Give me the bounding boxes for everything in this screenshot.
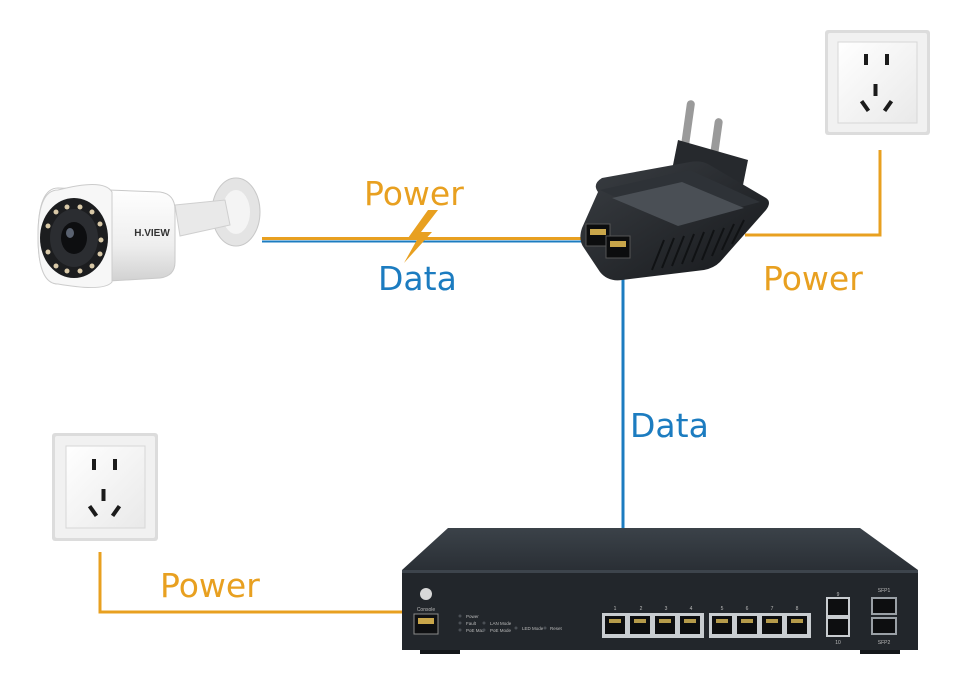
network-switch-icon: Console Power Fault PoE Max LAN Mode PoE… <box>402 528 918 654</box>
rj45-port[interactable] <box>737 616 757 634</box>
uplink-data-label: Data <box>630 406 709 445</box>
port-number: 1 <box>614 606 617 612</box>
rj45-port[interactable] <box>826 597 850 617</box>
sfp-port[interactable] <box>871 617 897 635</box>
led-label: Fault <box>466 621 477 626</box>
sfp-port[interactable] <box>871 597 897 615</box>
rj45-port[interactable] <box>680 616 700 634</box>
injector-power-cable <box>745 150 882 237</box>
led-label: Power <box>466 614 479 619</box>
port-number: 8 <box>796 606 799 612</box>
wall-socket-icon <box>52 433 158 541</box>
ip-camera-icon: H.VIEW <box>37 177 261 288</box>
camera-power-label: Power <box>364 174 464 213</box>
led-label: Reset <box>550 626 563 631</box>
port-number: 5 <box>721 606 724 612</box>
rj45-port[interactable] <box>762 616 782 634</box>
switch-power-cable <box>98 552 410 614</box>
rj45-port[interactable] <box>605 616 625 634</box>
console-label: Console <box>417 607 436 613</box>
rj45-port[interactable] <box>712 616 732 634</box>
rj45-port[interactable] <box>630 616 650 634</box>
led-label: PoE Max <box>466 628 485 633</box>
led-label: LAN Mode <box>490 621 512 626</box>
poe-injector-icon <box>580 100 769 281</box>
port-number: 7 <box>771 606 774 612</box>
camera-data-label: Data <box>378 259 457 298</box>
rj45-port[interactable] <box>787 616 807 634</box>
rj45-port[interactable] <box>826 617 850 637</box>
lightning-icon <box>404 210 438 263</box>
uplink-label: 9 <box>837 592 840 598</box>
sfp-label: SFP2 <box>878 640 891 646</box>
switch-power-label: Power <box>160 566 260 605</box>
port-number: 3 <box>665 606 668 612</box>
port-number: 2 <box>640 606 643 612</box>
camera-brand-label: H.VIEW <box>134 228 170 239</box>
port-number: 6 <box>746 606 749 612</box>
sfp-label: SFP1 <box>878 588 891 594</box>
port-number: 4 <box>690 606 693 612</box>
wall-socket-icon <box>825 30 930 135</box>
injector-power-label: Power <box>763 259 863 298</box>
led-label: LED Mode <box>522 626 544 631</box>
led-label: PoE Mode <box>490 628 512 633</box>
uplink-label: 10 <box>835 640 841 646</box>
rj45-port[interactable] <box>655 616 675 634</box>
